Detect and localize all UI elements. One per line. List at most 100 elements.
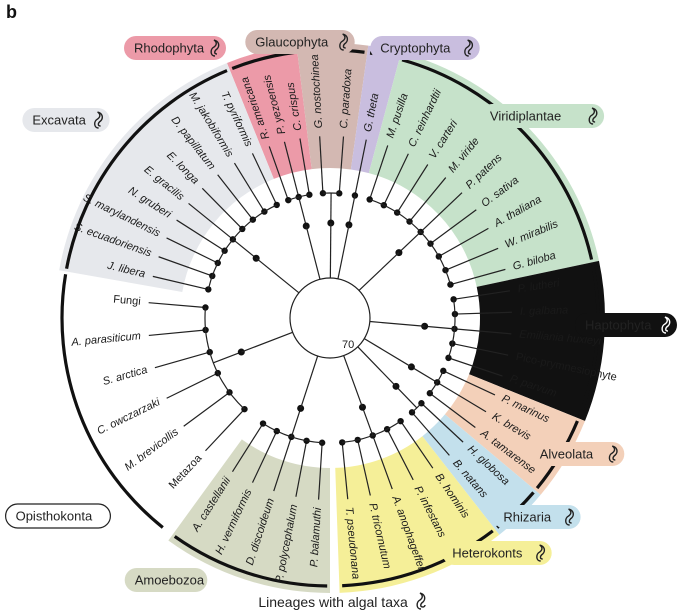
- taxon-c-paradoxa: C. paradoxa: [338, 68, 354, 129]
- branch-a-tamarense: [429, 392, 476, 429]
- group-label-viridiplantae: Viridiplantae: [479, 104, 605, 128]
- group-name: Rhodophyta: [134, 40, 205, 55]
- branch-a-castellanii: [231, 423, 264, 472]
- group-pill: [22, 108, 110, 132]
- group-pill: [245, 30, 355, 54]
- clade-stem-alveolata: [411, 366, 438, 383]
- algae-icon: [416, 592, 426, 610]
- support-value: 70: [342, 339, 354, 351]
- branch-m-pusilla: [369, 145, 389, 200]
- group-label-excavata: Excavata: [22, 108, 110, 132]
- sector-glaucophyta: [296, 42, 369, 170]
- algae-icon: [94, 111, 103, 129]
- group-name: Opisthokonta: [16, 508, 93, 523]
- arc-excavata: [65, 69, 228, 269]
- sector-viridiplantae: [368, 52, 599, 287]
- branch-c-owczarzaki: [166, 372, 219, 399]
- group-label-opisthokonta: Opisthokonta: [4, 503, 112, 529]
- branch-m-brevicollis: [183, 391, 230, 427]
- group-pill: [124, 36, 226, 60]
- clade-arc-rhodophyta: [288, 194, 310, 201]
- branch-t-pyriformis: [251, 153, 278, 206]
- branch-n-gruberi: [176, 219, 225, 252]
- branch-i-galbana: [454, 311, 512, 315]
- algae-icon: [588, 107, 598, 125]
- node-dot: [450, 296, 457, 303]
- branch-g-biloba: [450, 268, 506, 286]
- node-dot: [285, 196, 292, 204]
- deep-branch: [357, 346, 397, 387]
- algae-icon: [661, 316, 671, 334]
- clade-stem-amoebozoa: [290, 408, 302, 438]
- group-name: Alveolata: [540, 446, 594, 461]
- taxon-metazoa: Metazoa: [167, 452, 205, 492]
- branch-e-longa: [201, 187, 243, 230]
- branch-v-carteri: [396, 164, 429, 213]
- algae-icon: [210, 39, 220, 57]
- group-pill: [529, 442, 625, 466]
- branch-e-gracilis: [188, 202, 234, 240]
- deep-branch: [300, 355, 319, 409]
- branch-p-marinus: [443, 370, 496, 396]
- group-pill: [124, 568, 208, 592]
- branch-j-libera: [152, 275, 209, 290]
- node-dot: [202, 304, 209, 311]
- branch-m-viride: [409, 177, 447, 222]
- deep-branch: [343, 355, 364, 408]
- taxon-a-parasiticum: A. parasiticum: [70, 330, 142, 349]
- branch-c-crispus: [299, 138, 310, 195]
- group-labels: Rhodophyta Glaucophyta CryptophytaViridipl…: [4, 30, 677, 592]
- branch-p-yezoensis: [283, 141, 300, 198]
- taxon-s-arctica: S. arctica: [101, 364, 148, 388]
- deep-branch: [369, 320, 425, 327]
- group-name: Rhizaria: [503, 509, 551, 524]
- group-name: Amoebozoa: [135, 572, 205, 587]
- figure-label: b: [6, 2, 17, 22]
- group-label-rhodophyta: Rhodophyta: [124, 36, 226, 60]
- clade-stem-rhizaria: [395, 385, 418, 409]
- sector-rhodophyta: [226, 45, 312, 179]
- group-label-amoebozoa: Amoebozoa: [124, 568, 208, 592]
- group-pill: [442, 541, 552, 565]
- group-name: Haptophyta: [585, 317, 652, 332]
- footer: Lineages with algal taxa: [0, 592, 685, 610]
- group-pill: [493, 505, 581, 529]
- group-label-cryptophyta: Cryptophyta: [370, 36, 480, 60]
- algae-icon: [339, 33, 349, 51]
- group-name: Excavata: [32, 112, 86, 127]
- algae-icon: [565, 508, 574, 526]
- clade-stem-excavata: [232, 238, 257, 259]
- sector-amoebozoa: [168, 439, 330, 593]
- clade-stem-cryptophyta: [348, 195, 356, 226]
- branch-p-parvum: [448, 357, 503, 377]
- branch-d-discoideum: [273, 436, 292, 492]
- branch-w-mirabilis: [445, 247, 499, 271]
- branch-p-balamuthi: [317, 442, 323, 500]
- clade-stem-opisthokonta: [213, 351, 242, 364]
- arc-amoebozoa: [173, 535, 328, 588]
- node-dot: [259, 420, 267, 427]
- branch-o-sativa: [430, 209, 477, 245]
- branch-fungi: [148, 302, 206, 309]
- branch-b-hominis: [400, 420, 434, 469]
- branch-p-polycephalum: [295, 440, 308, 497]
- branch-p-lutheri: [453, 290, 511, 300]
- taxon-fungi: Fungi: [113, 294, 141, 308]
- branch-d-papillatum: [217, 174, 254, 221]
- algae-icon: [608, 445, 618, 463]
- group-label-heterokonts: Heterokonts: [442, 541, 552, 565]
- branch-s-ecuadoriensis: [158, 256, 213, 277]
- tree-branches: 70: [148, 136, 512, 500]
- branch-g-theta: [354, 139, 367, 196]
- group-name: Glaucophyta: [255, 34, 329, 49]
- branch-h-globosa: [421, 402, 464, 443]
- group-label-rhizaria: Rhizaria: [493, 505, 581, 529]
- sector-haptophyta: [469, 260, 605, 422]
- arc-viridiplantae: [401, 58, 594, 260]
- branch-s-marylandensis: [166, 237, 219, 264]
- deep-branch: [363, 338, 412, 368]
- sector-excavata: [59, 63, 274, 292]
- footer-text: Lineages with algal taxa: [258, 594, 408, 610]
- clade-stem-heterokonts: [361, 407, 374, 436]
